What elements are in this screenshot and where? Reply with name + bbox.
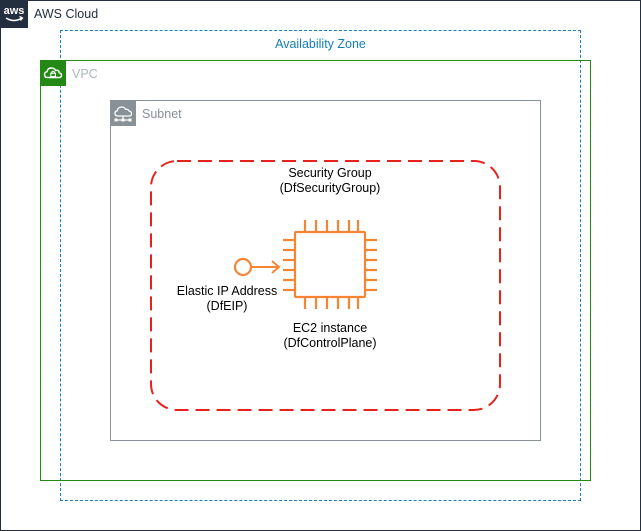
security-group-label: Security Group <box>288 166 372 180</box>
elastic-ip-id: (DfEIP) <box>206 299 248 313</box>
ec2-chip-icon <box>283 220 377 309</box>
subnet-label: Subnet <box>142 107 182 121</box>
ec2-instance-label: EC2 instance <box>292 321 368 335</box>
elastic-ip-label: Elastic IP Address <box>176 284 278 298</box>
aws-logo-icon: aws <box>0 0 28 28</box>
aws-cloud-label: AWS Cloud <box>34 7 99 21</box>
vpc-cloud-lock-icon <box>40 60 66 86</box>
aws-logo-text: aws <box>4 5 25 17</box>
vpc-group <box>40 60 591 481</box>
availability-zone-group <box>60 30 581 501</box>
subnet-group <box>110 100 541 441</box>
vpc-label: VPC <box>72 67 98 81</box>
availability-zone-label: Availability Zone <box>275 37 366 51</box>
security-group-id: (DfSecurityGroup) <box>279 181 381 195</box>
subnet-icon <box>110 100 136 126</box>
elastic-ip-icon <box>233 257 281 277</box>
security-group-boundary <box>150 160 501 411</box>
ec2-instance-id: (DfControlPlane) <box>283 336 377 350</box>
